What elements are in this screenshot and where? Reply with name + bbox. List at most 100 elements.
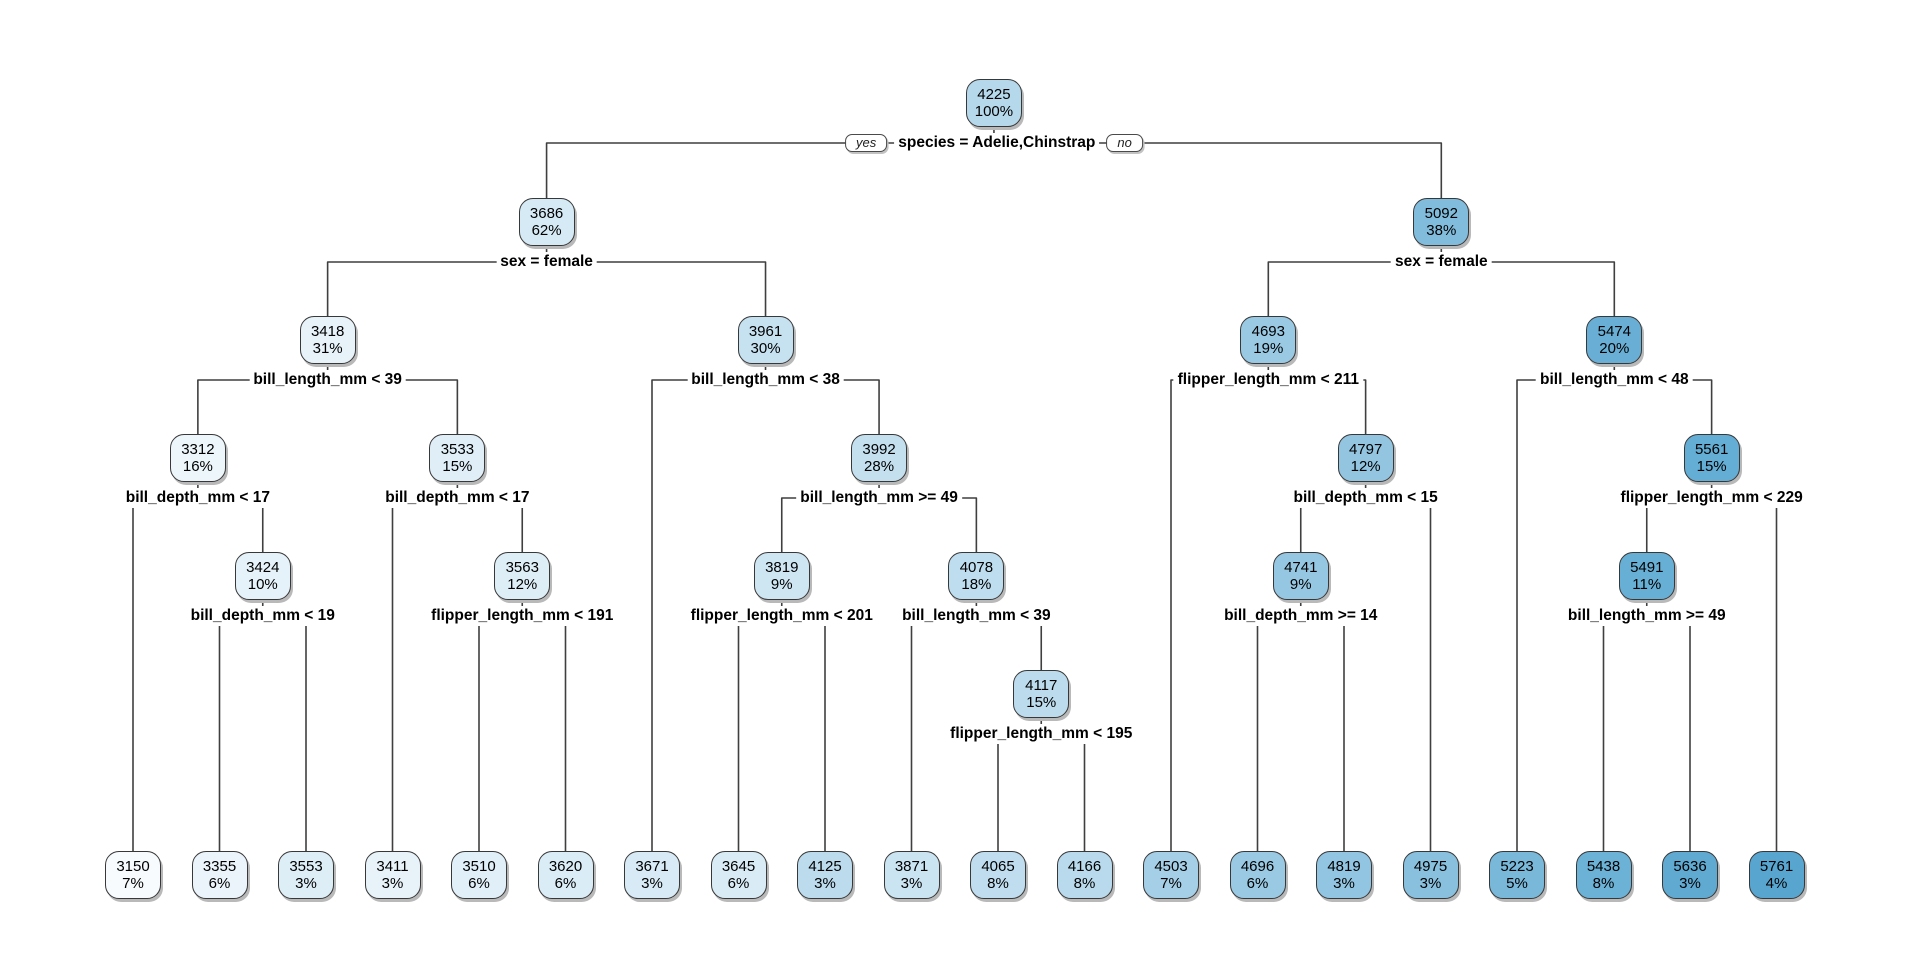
split-label: flipper_length_mm < 229	[1616, 488, 1807, 508]
node-percent: 3%	[900, 875, 923, 892]
node-percent: 3%	[295, 875, 317, 892]
split-condition-text: bill_length_mm >= 49	[796, 488, 962, 508]
split-label: bill_length_mm < 48	[1536, 370, 1693, 390]
no-badge: no	[1106, 134, 1143, 152]
node-value: 3418	[310, 323, 345, 340]
node-percent: 38%	[1426, 222, 1457, 239]
split-condition-text: bill_length_mm < 48	[1536, 370, 1693, 390]
node-value: 3553	[289, 858, 323, 875]
split-condition-text: flipper_length_mm < 201	[686, 606, 877, 626]
node-percent: 12%	[507, 576, 538, 593]
node-percent: 30%	[750, 340, 781, 357]
node-value: 3819	[765, 559, 799, 576]
node-percent: 5%	[1506, 875, 1528, 892]
node-percent: 7%	[122, 875, 144, 892]
node-percent: 6%	[208, 875, 231, 892]
node-percent: 6%	[554, 875, 577, 892]
node-value: 3992	[862, 441, 896, 458]
node-value: 3355	[202, 858, 237, 875]
split-label: flipper_length_mm < 201	[686, 606, 877, 626]
node-value: 3312	[181, 441, 215, 458]
split-condition-text: bill_depth_mm >= 14	[1220, 606, 1382, 626]
node-percent: 3%	[814, 875, 836, 892]
node-value: 4225	[977, 86, 1011, 103]
node-percent: 31%	[312, 340, 343, 357]
split-condition-text: flipper_length_mm < 211	[1173, 370, 1363, 390]
node-percent: 10%	[247, 576, 278, 593]
split-label: flipper_length_mm < 195	[946, 724, 1137, 744]
node-value: 4065	[981, 858, 1015, 875]
split-label: flipper_length_mm < 191	[427, 606, 618, 626]
node-value: 4117	[1025, 677, 1058, 694]
node-value: 3871	[894, 858, 929, 875]
node-percent: 100%	[974, 103, 1014, 120]
node-percent: 28%	[864, 458, 895, 475]
node-value: 3620	[548, 858, 583, 875]
node-percent: 6%	[727, 875, 750, 892]
node-value: 3645	[721, 858, 756, 875]
node-percent: 15%	[442, 458, 473, 475]
node-percent: 3%	[641, 875, 663, 892]
split-label: bill_depth_mm < 17	[121, 488, 275, 508]
node-value: 3671	[635, 858, 669, 875]
node-percent: 19%	[1253, 340, 1284, 357]
split-condition-text: bill_length_mm < 39	[249, 370, 406, 390]
node-value: 5438	[1586, 858, 1621, 875]
node-percent: 9%	[770, 576, 793, 593]
node-value: 3411	[376, 858, 409, 875]
yes-badge: yes	[845, 134, 888, 152]
node-percent: 8%	[1073, 875, 1096, 892]
node-value: 4741	[1284, 559, 1318, 576]
node-value: 5092	[1424, 205, 1458, 222]
node-value: 3686	[529, 205, 564, 222]
split-label: sex = female	[496, 252, 597, 272]
node-value: 4078	[959, 559, 994, 576]
split-label: bill_length_mm < 39	[249, 370, 406, 390]
node-percent: 3%	[1333, 875, 1355, 892]
node-percent: 8%	[987, 875, 1009, 892]
node-value: 5636	[1673, 858, 1707, 875]
node-percent: 16%	[182, 458, 213, 475]
node-value: 4975	[1413, 858, 1448, 875]
node-value: 4693	[1251, 323, 1285, 340]
node-percent: 8%	[1592, 875, 1615, 892]
node-value: 3563	[505, 559, 539, 576]
node-value: 3424	[246, 559, 280, 576]
node-value: 4166	[1067, 858, 1102, 875]
node-percent: 18%	[961, 576, 992, 593]
split-label: flipper_length_mm < 211	[1173, 370, 1363, 390]
node-value: 4819	[1327, 858, 1361, 875]
split-label: bill_length_mm < 39	[898, 606, 1055, 626]
node-value: 5474	[1597, 323, 1631, 340]
node-value: 4696	[1240, 858, 1275, 875]
